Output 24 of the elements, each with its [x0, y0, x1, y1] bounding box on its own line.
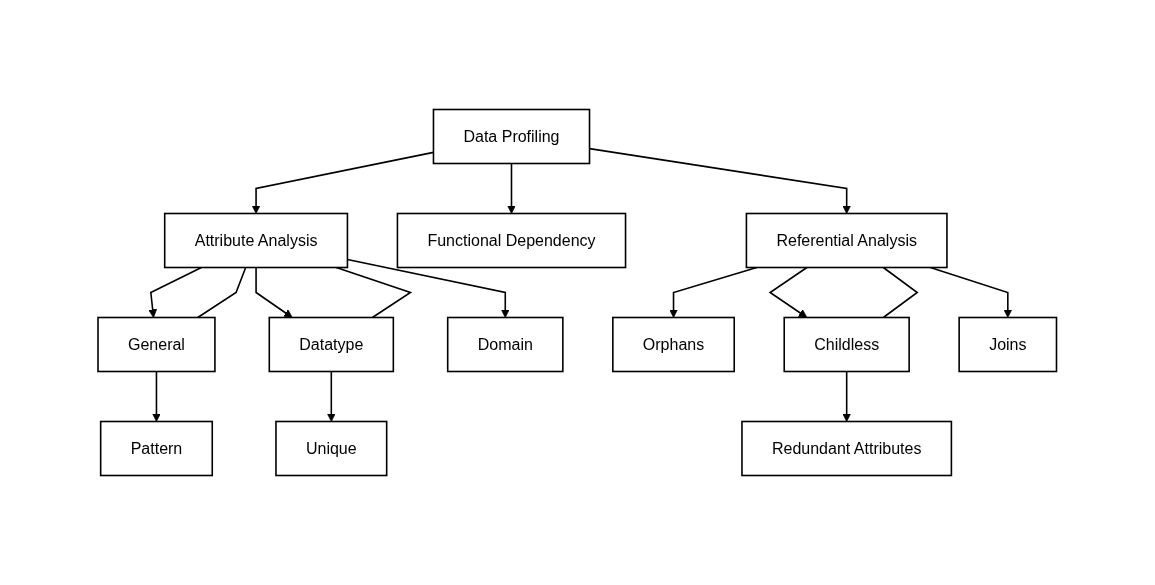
node-box: Attribute Analysis: [164, 212, 349, 269]
node-box: Redundant Attributes: [741, 420, 953, 477]
node-box: Data Profiling: [432, 108, 591, 165]
node-box: Functional Dependency: [396, 212, 627, 269]
arrow: [255, 266, 293, 318]
node-box: Unique: [275, 420, 388, 477]
node-box: Datatype: [268, 316, 395, 373]
node-box: Childless: [783, 316, 911, 373]
arrow: [507, 162, 517, 214]
arrow: [148, 266, 203, 318]
node-box: General: [97, 316, 216, 373]
arrow: [152, 370, 162, 422]
connector: [197, 266, 247, 319]
connector: [335, 266, 413, 319]
arrow: [842, 370, 852, 422]
node-box: Joins: [958, 316, 1058, 373]
arrow: [929, 266, 1013, 318]
node-box: Domain: [447, 316, 564, 373]
node-box: Orphans: [612, 316, 736, 373]
arrow: [768, 266, 808, 318]
node-box: Referential Analysis: [745, 212, 948, 269]
node-box: Pattern: [100, 420, 214, 477]
arrow: [669, 266, 758, 318]
arrow: [327, 370, 336, 422]
